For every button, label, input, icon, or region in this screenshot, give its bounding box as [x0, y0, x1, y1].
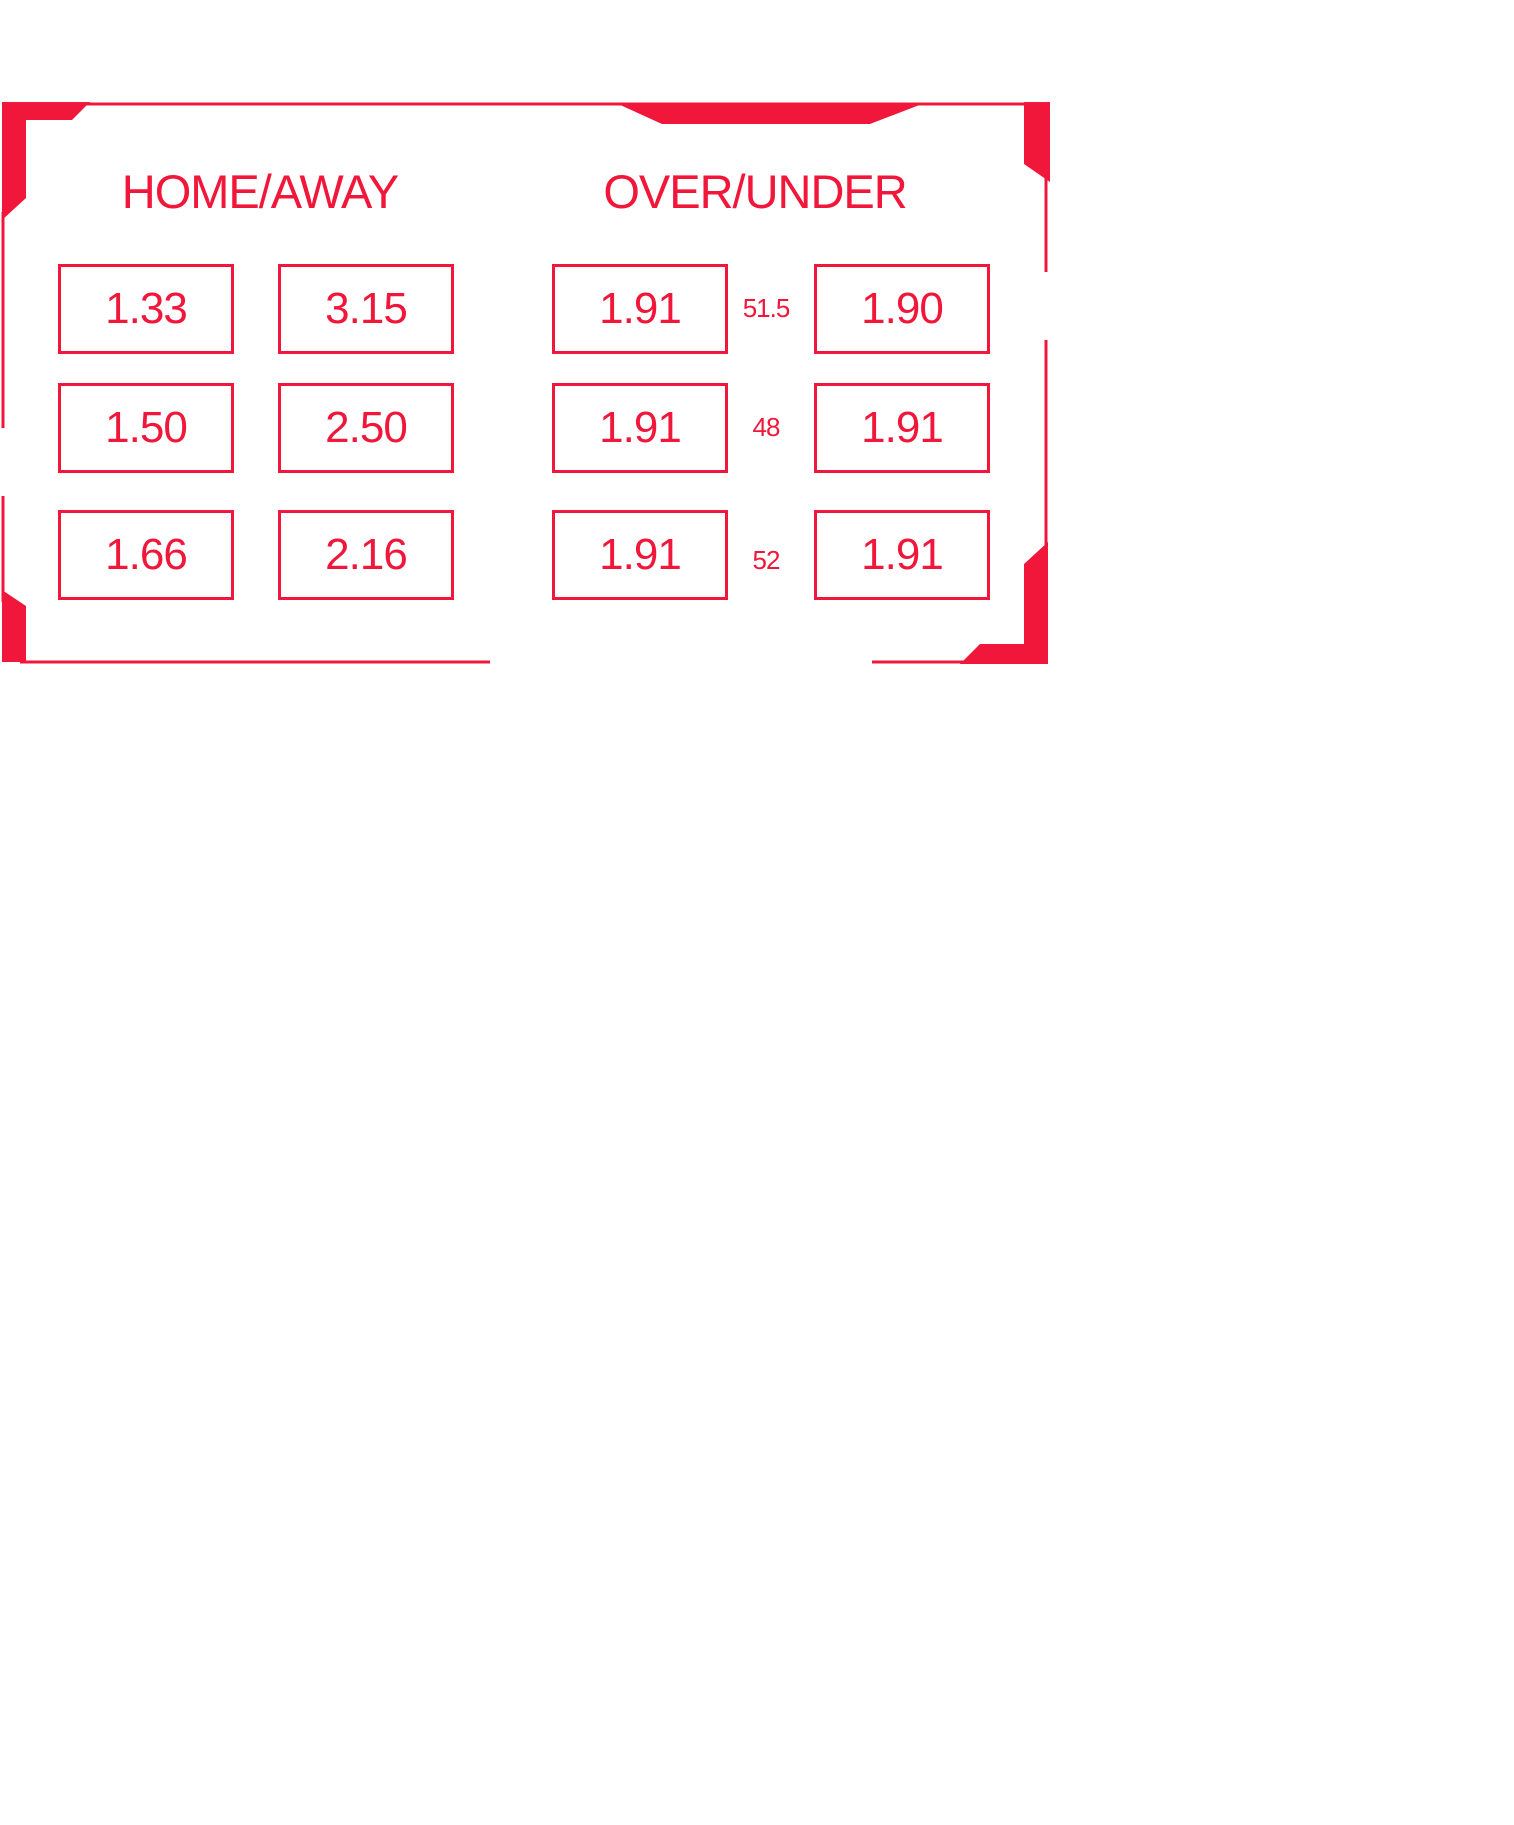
under-odds-button[interactable]: 1.91 [814, 383, 990, 473]
home-odds-button[interactable]: 1.66 [58, 510, 234, 600]
under-odds-button[interactable]: 1.90 [814, 264, 990, 354]
total-line-label: 52 [752, 545, 781, 575]
over-odds-button[interactable]: 1.91 [552, 510, 728, 600]
frame-corner-bottom-left [2, 590, 26, 662]
over-odds-button[interactable]: 1.91 [552, 383, 728, 473]
frame-corner-bottom-right [960, 542, 1048, 664]
over-under-title: OVER/UNDER [603, 165, 907, 218]
total-line-label: 48 [752, 412, 781, 442]
away-odds-button[interactable]: 3.15 [278, 264, 454, 354]
panel-frame [1, 102, 1050, 664]
home-odds-button[interactable]: 1.50 [58, 383, 234, 473]
over-odds-button[interactable]: 1.91 [552, 264, 728, 354]
frame-tab-top [618, 104, 922, 124]
frame-corner-top-right [1024, 102, 1050, 182]
away-odds-button[interactable]: 2.16 [278, 510, 454, 600]
under-odds-button[interactable]: 1.91 [814, 510, 990, 600]
away-odds-button[interactable]: 2.50 [278, 383, 454, 473]
total-line-label: 51.5 [742, 293, 791, 323]
frame-corner-top-left [2, 102, 90, 220]
odds-panel: HOME/AWAY OVER/UNDER 1.33 3.15 1.50 2.50… [0, 102, 1050, 664]
home-odds-button[interactable]: 1.33 [58, 264, 234, 354]
home-away-title: HOME/AWAY [121, 165, 400, 218]
